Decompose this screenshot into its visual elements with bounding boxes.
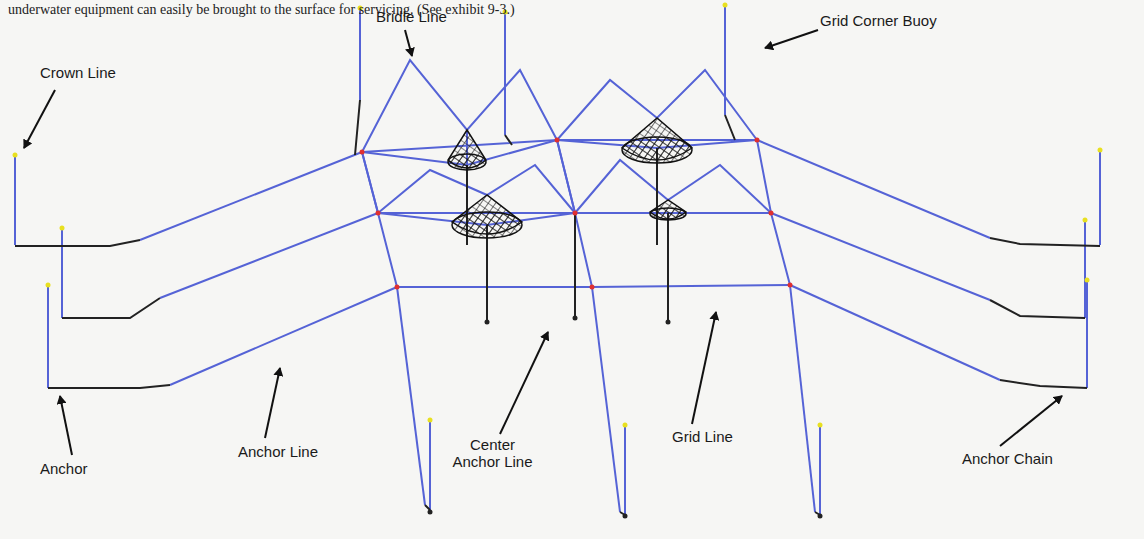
part-label: Grid Corner Buoy bbox=[820, 12, 937, 29]
part-label: Grid Line bbox=[672, 428, 733, 445]
part-label: Anchor Line bbox=[238, 443, 318, 460]
part-label: Crown Line bbox=[40, 64, 116, 81]
part-label: Center Anchor Line bbox=[445, 436, 540, 471]
part-label: Anchor Chain bbox=[962, 450, 1053, 467]
part-label: Anchor bbox=[40, 460, 88, 477]
part-label: Bridle Line bbox=[376, 8, 447, 25]
